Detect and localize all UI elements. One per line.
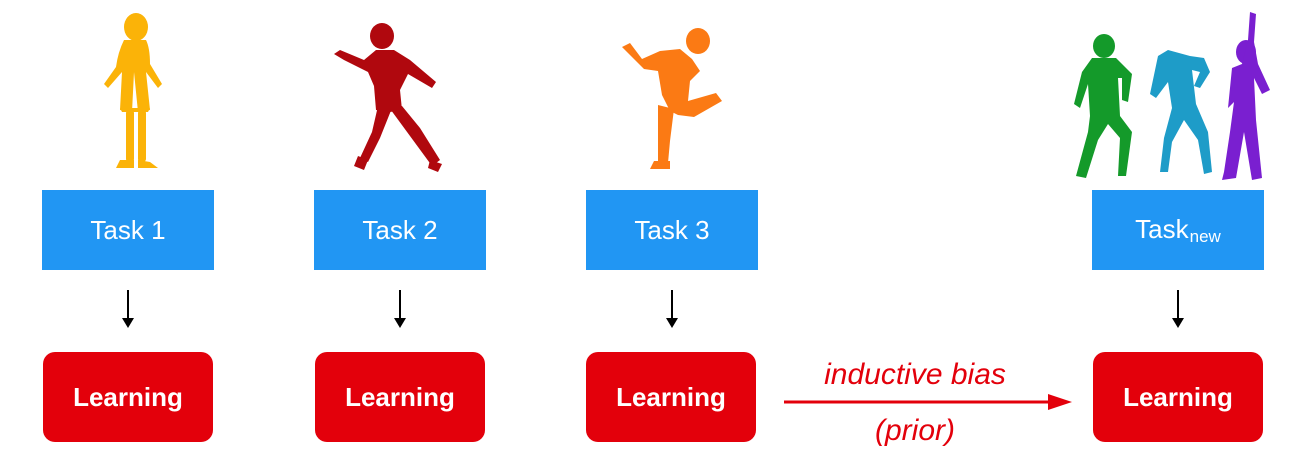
dancing-children-group-icon	[1072, 12, 1274, 182]
learning-new-box: Learning	[1093, 352, 1263, 442]
task-2-box: Task 2	[314, 190, 486, 270]
task-new-subscript: new	[1189, 226, 1221, 246]
task-new-label: Tasknew	[1135, 213, 1221, 246]
learning-new-label: Learning	[1123, 381, 1233, 412]
down-arrow-2-icon	[394, 290, 406, 328]
learning-2-box: Learning	[315, 352, 485, 442]
learning-3-label: Learning	[616, 381, 726, 412]
inductive-bias-label: inductive bias	[824, 358, 1006, 391]
down-arrow-new-icon	[1172, 290, 1184, 328]
yellow-child-figure-icon	[96, 12, 166, 170]
task-1-label: Task 1	[90, 214, 166, 245]
orange-child-figure-icon	[618, 25, 722, 170]
learning-2-label: Learning	[345, 381, 455, 412]
task-3-label: Task 3	[634, 214, 710, 245]
prior-label: (prior)	[875, 414, 955, 447]
task-2-label: Task 2	[362, 214, 438, 245]
task-3-box: Task 3	[586, 190, 758, 270]
learning-1-box: Learning	[43, 352, 213, 442]
learning-1-label: Learning	[73, 381, 183, 412]
learning-3-box: Learning	[586, 352, 756, 442]
task-new-box: Tasknew	[1092, 190, 1264, 270]
inductive-bias-arrow-icon	[784, 394, 1072, 410]
down-arrow-3-icon	[666, 290, 678, 328]
task-1-box: Task 1	[42, 190, 214, 270]
darkred-child-figure-icon	[332, 20, 446, 172]
down-arrow-1-icon	[122, 290, 134, 328]
